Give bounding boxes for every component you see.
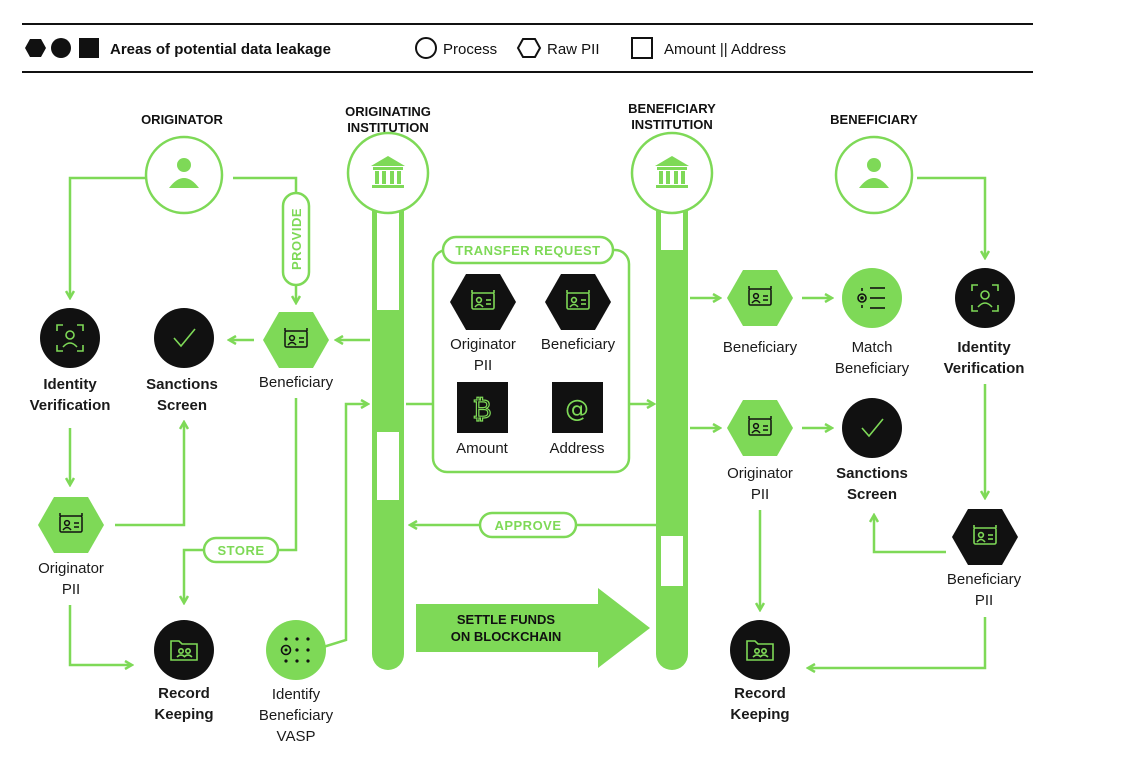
identify-vasp-label-1: Identify [272, 686, 321, 703]
person-icon [859, 158, 889, 188]
settle-label-2: ON BLOCKCHAIN [451, 629, 562, 644]
identity-verification-left-label-1: Identity [43, 376, 97, 393]
beneficiary-left-label: Beneficiary [259, 374, 334, 391]
beneficiary-hex-left: Beneficiary [259, 312, 334, 391]
bank-icon [371, 156, 405, 188]
originator-pii-left-label-2: PII [62, 581, 80, 598]
originator-pii-right-label-2: PII [751, 486, 769, 503]
transfer-address-label: Address [549, 440, 604, 457]
originator-pii-left: Originator PII [38, 497, 104, 598]
sanctions-screen-right-label-2: Screen [847, 486, 897, 503]
transfer-amount: ₿ Amount [456, 382, 509, 457]
identify-vasp-label-3: VASP [277, 728, 316, 745]
transfer-originator-pii-label-2: PII [474, 357, 492, 374]
transfer-originator-pii-label-1: Originator [450, 336, 516, 353]
beneficiary-right-label: Beneficiary [723, 339, 798, 356]
approve-pill: APPROVE [478, 511, 578, 539]
sanctions-screen-right-label-1: Sanctions [836, 465, 908, 482]
originator-pii-right: Originator PII [727, 400, 793, 503]
bank-icon [655, 156, 689, 188]
legend-square-icon [79, 38, 99, 58]
beneficiary-pii-right-label-1: Beneficiary [947, 571, 1022, 588]
header-originating-institution-2: INSTITUTION [347, 120, 429, 135]
identify-vasp: Identify Beneficiary VASP [259, 620, 334, 745]
record-keeping-left-label-1: Record [158, 685, 210, 702]
legend-hexagon-icon [25, 39, 46, 57]
transfer-request-title: TRANSFER REQUEST [455, 243, 600, 258]
identity-verification-right-label-2: Verification [944, 360, 1025, 377]
identify-vasp-label-2: Beneficiary [259, 707, 334, 724]
match-beneficiary-label-2: Beneficiary [835, 360, 910, 377]
record-keeping-left-label-2: Keeping [154, 706, 213, 723]
legend-raw-pii-label: Raw PII [547, 41, 600, 58]
transfer-originator-pii: Originator PII [450, 274, 516, 374]
store-pill: STORE [202, 536, 280, 564]
sanctions-screen-left-label-1: Sanctions [146, 376, 218, 393]
originator-pii-right-label-1: Originator [727, 465, 793, 482]
header-originating-institution-1: ORIGINATING [345, 104, 431, 119]
network-icon [280, 637, 310, 663]
legend-amount-address-label: Amount || Address [664, 41, 786, 58]
identity-verification-left-label-2: Verification [30, 397, 111, 414]
match-beneficiary-label-1: Match [852, 339, 893, 356]
match-beneficiary: Match Beneficiary [835, 268, 910, 377]
transfer-amount-label: Amount [456, 440, 509, 457]
at-sign-icon: @ [565, 395, 589, 423]
legend: Areas of potential data leakage Process … [22, 23, 1033, 73]
header-beneficiary-institution-1: BENEFICIARY [628, 101, 716, 116]
legend-raw-pii-icon [516, 38, 542, 58]
legend-circle-icon [51, 38, 71, 58]
transfer-request-box: TRANSFER REQUEST Originator PII Benefici… [431, 235, 631, 474]
approve-label: APPROVE [494, 518, 561, 533]
identity-verification-left: Identity Verification [30, 308, 111, 414]
beneficiary-institution-circle [630, 131, 714, 215]
transfer-address: @ Address [549, 382, 605, 457]
sanctions-screen-left: Sanctions Screen [146, 308, 218, 414]
originator-pii-left-label-1: Originator [38, 560, 104, 577]
settle-funds-arrow: SETTLE FUNDS ON BLOCKCHAIN [416, 588, 650, 668]
identity-verification-right: Identity Verification [944, 268, 1025, 377]
provide-pill: PROVIDE [281, 191, 311, 287]
record-keeping-right: Record Keeping [730, 620, 790, 723]
beneficiary-pii-right: Beneficiary PII [947, 509, 1022, 609]
legend-amount-address-icon [631, 37, 653, 59]
provide-label: PROVIDE [289, 208, 304, 270]
beneficiary-hex-right: Beneficiary [723, 270, 798, 356]
beneficiary-pii-right-label-2: PII [975, 592, 993, 609]
header-beneficiary: BENEFICIARY [830, 112, 918, 127]
match-list-icon [857, 287, 885, 309]
record-keeping-left: Record Keeping [154, 620, 214, 723]
store-label: STORE [217, 543, 264, 558]
transfer-beneficiary-label: Beneficiary [541, 336, 616, 353]
sanctions-screen-left-label-2: Screen [157, 397, 207, 414]
header-beneficiary-institution-2: INSTITUTION [631, 117, 713, 132]
legend-process-icon [415, 37, 437, 59]
originating-institution-circle [346, 131, 430, 215]
settle-label-1: SETTLE FUNDS [457, 612, 556, 627]
legend-process-label: Process [443, 41, 497, 58]
header-originator: ORIGINATOR [141, 112, 223, 127]
beneficiary-institution-bar [630, 131, 714, 670]
sanctions-screen-right: Sanctions Screen [836, 398, 908, 503]
beneficiary-node [834, 135, 914, 215]
person-icon [169, 158, 199, 188]
originating-institution-bar [346, 131, 430, 670]
record-keeping-right-label-2: Keeping [730, 706, 789, 723]
identity-verification-right-label-1: Identity [957, 339, 1011, 356]
transfer-beneficiary: Beneficiary [541, 274, 616, 353]
bitcoin-icon: ₿ [472, 395, 491, 425]
record-keeping-right-label-1: Record [734, 685, 786, 702]
legend-leakage-label: Areas of potential data leakage [110, 41, 331, 58]
originator-node [144, 135, 224, 215]
